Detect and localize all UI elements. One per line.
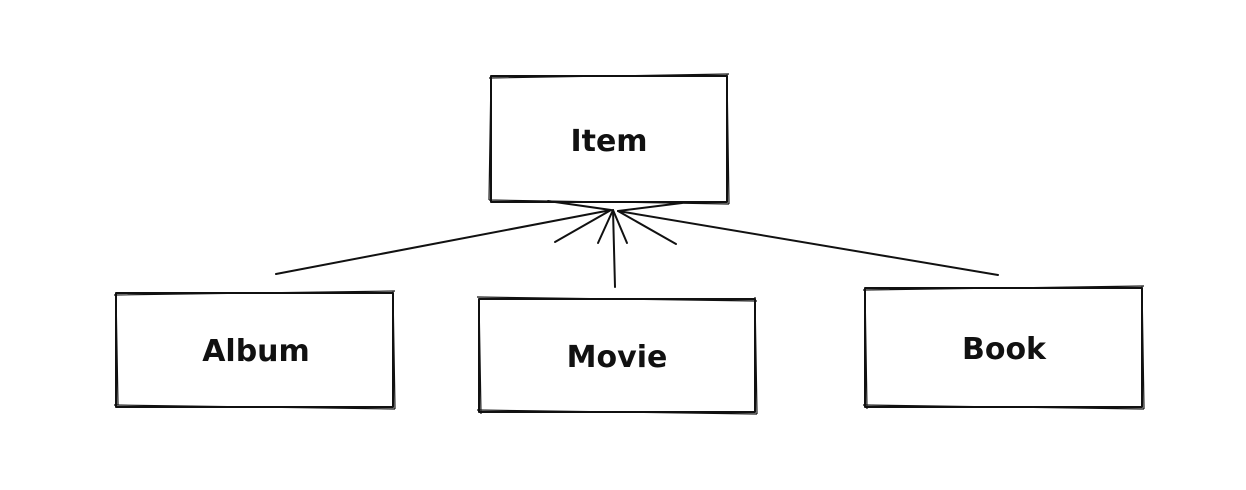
edge-book-to-item (617, 202, 999, 276)
arrowhead-book (617, 202, 683, 212)
node-book-label: Book (962, 332, 1047, 367)
node-movie-label: Movie (567, 340, 668, 375)
node-album[interactable]: Album (113, 290, 396, 410)
arrowhead-movie (597, 209, 614, 244)
node-item-label: Item (570, 124, 647, 159)
node-movie[interactable]: Movie (476, 296, 758, 415)
edge-album-to-item (275, 200, 612, 275)
arrowhead-album (547, 200, 612, 211)
node-album-label: Album (202, 334, 310, 369)
node-item[interactable]: Item (488, 73, 730, 205)
edge-movie-to-item (597, 209, 628, 288)
node-book[interactable]: Book (862, 285, 1145, 410)
